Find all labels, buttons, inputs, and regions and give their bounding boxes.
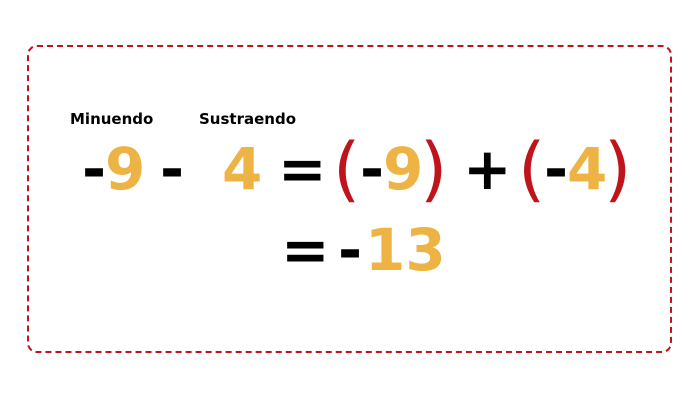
minuendo-label: Minuendo	[70, 110, 154, 128]
sustraendo-label: Sustraendo	[199, 110, 296, 128]
right-paren-1: )	[420, 128, 448, 210]
dashed-frame	[27, 45, 672, 353]
minus-sign-2: -	[544, 135, 569, 203]
left-paren-2: (	[518, 128, 546, 210]
nine-value: 9	[383, 135, 424, 203]
subtrahend-value: 4	[222, 135, 263, 203]
four-value: 4	[567, 135, 608, 203]
minuend-value: 9	[105, 135, 146, 203]
result-value: 13	[365, 216, 446, 284]
equals-sign: =	[278, 135, 327, 203]
minus-sign-1: -	[360, 135, 385, 203]
result-equals-sign: =	[281, 216, 330, 284]
subtraction-operator: -	[160, 135, 185, 203]
left-paren-1: (	[333, 128, 361, 210]
minuend-sign: -	[82, 135, 107, 203]
right-paren-2: )	[604, 128, 632, 210]
result-sign: -	[338, 216, 363, 284]
plus-sign: +	[463, 135, 512, 203]
